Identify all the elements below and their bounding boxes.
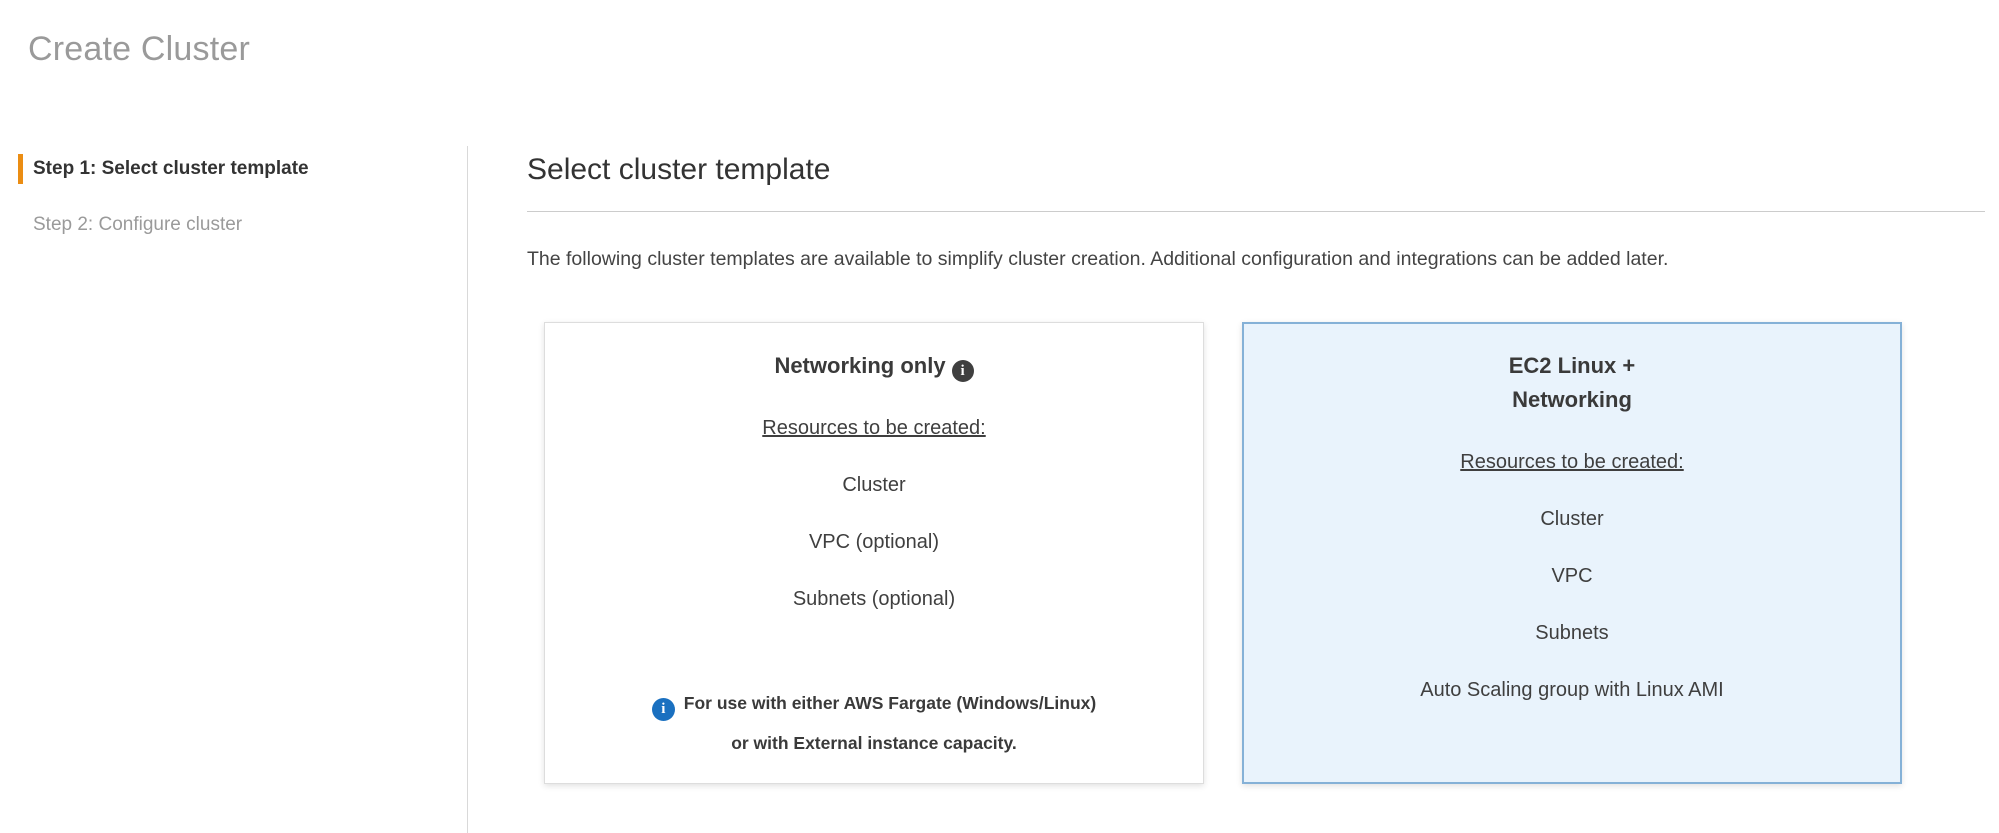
resources-label: Resources to be created: <box>1460 451 1684 473</box>
footnote-text: For use with either AWS Fargate (Windows… <box>683 693 1097 753</box>
wizard-steps-sidebar: Step 1: Select cluster template Step 2: … <box>0 146 468 833</box>
section-heading: Select cluster template <box>527 153 831 186</box>
page-title: Create Cluster <box>28 30 250 68</box>
resources-label: Resources to be created: <box>762 417 986 439</box>
sidebar-step-1[interactable]: Step 1: Select cluster template <box>18 154 467 184</box>
resource-item: VPC <box>1551 565 1593 587</box>
resource-item: VPC (optional) <box>808 531 940 553</box>
resource-item: Cluster <box>1540 508 1604 530</box>
card-title: EC2 Linux + Networking <box>1508 353 1636 412</box>
card-title-text: Networking only <box>774 353 946 378</box>
sidebar-step-1-label: Step 1: Select cluster template <box>33 158 309 179</box>
body-row: Step 1: Select cluster template Step 2: … <box>0 146 1999 833</box>
resource-item: Auto Scaling group with Linux AMI <box>1420 679 1724 701</box>
resource-item: Subnets (optional) <box>792 588 956 610</box>
template-card-ec2-linux-networking[interactable]: EC2 Linux + Networking Resources to be c… <box>1242 322 1902 784</box>
sidebar-step-2[interactable]: Step 2: Configure cluster <box>18 210 467 240</box>
info-icon[interactable]: i <box>951 360 974 382</box>
page-header: Create Cluster <box>0 0 1999 146</box>
info-icon: i <box>651 697 675 721</box>
resource-item: Cluster <box>842 474 906 496</box>
sidebar-step-2-label: Step 2: Configure cluster <box>33 214 243 235</box>
section-description: The following cluster templates are avai… <box>527 248 1669 270</box>
card-footnote: i For use with either AWS Fargate (Window… <box>545 683 1203 763</box>
resource-item: Subnets <box>1535 622 1609 644</box>
section-divider <box>527 211 1985 212</box>
main-content: Select cluster template The following cl… <box>468 146 1999 833</box>
